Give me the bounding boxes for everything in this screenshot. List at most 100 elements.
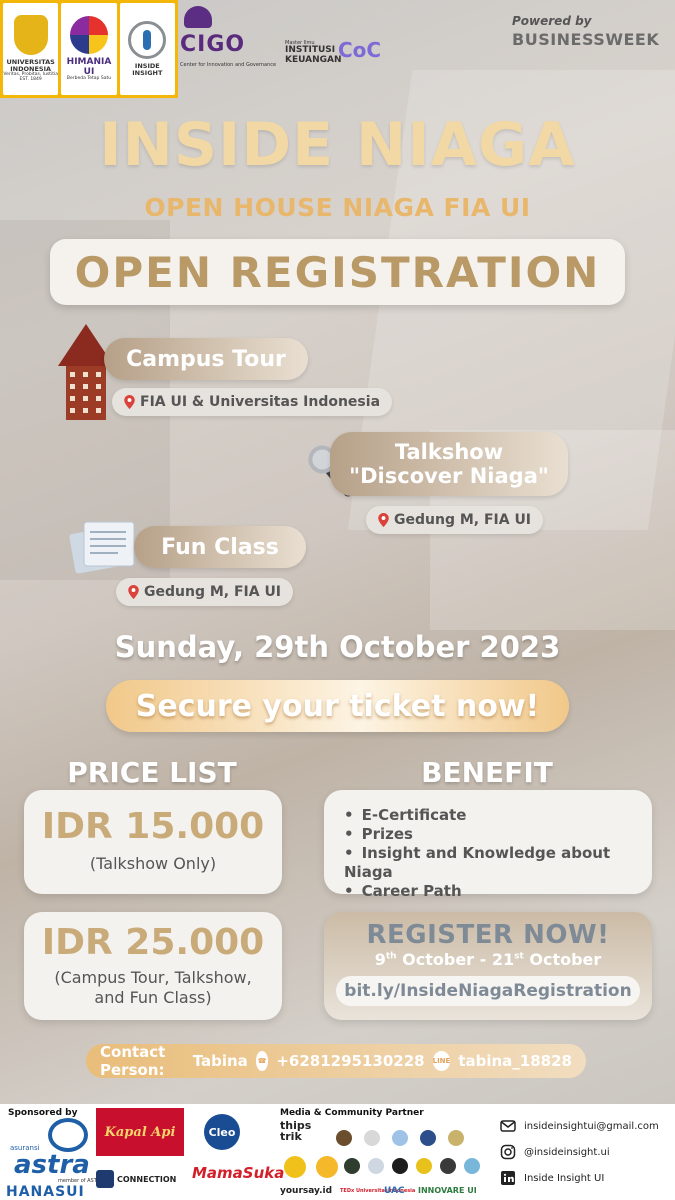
thipstrik-logo: thips trik xyxy=(280,1120,311,1142)
thipstrik-line2: trik xyxy=(280,1130,302,1143)
cigo-logo: CIGO xyxy=(180,32,246,57)
coc-logo: CoC xyxy=(338,38,382,62)
ik-logo: INSTITUSI KEUANGAN xyxy=(285,45,342,66)
register-end-month: October xyxy=(529,950,602,969)
powered-by-label: Powered by xyxy=(512,14,592,28)
fun-class-title: Fun Class xyxy=(161,534,279,560)
event-title: INSIDE NIAGA xyxy=(99,110,576,180)
registration-link[interactable]: bit.ly/InsideNiagaRegistration xyxy=(336,976,640,1006)
benefit-list: E-Certificate Prizes Insight and Knowled… xyxy=(344,806,652,901)
astra-small-label: asuransi xyxy=(10,1144,40,1152)
location-pin-icon xyxy=(128,585,139,599)
secure-ticket-label: Secure your ticket now! xyxy=(135,688,540,724)
contact-line-id[interactable]: tabina_18828 xyxy=(458,1052,572,1070)
partner-logo-icon xyxy=(392,1130,408,1146)
talkshow-title-line2: "Discover Niaga" xyxy=(349,464,549,488)
contact-whatsapp[interactable]: +6281295130228 xyxy=(276,1052,425,1070)
email-text[interactable]: insideinsightui@gmail.com xyxy=(524,1120,659,1132)
campus-tour-location: FIA UI & Universitas Indonesia xyxy=(112,388,393,416)
price-value: IDR 25.000 xyxy=(41,922,265,963)
linkedin-icon xyxy=(501,1171,515,1185)
email-icon xyxy=(500,1120,516,1132)
astra-logo: astra xyxy=(14,1150,90,1180)
benefit-card: E-Certificate Prizes Insight and Knowled… xyxy=(324,790,652,900)
register-dash: - xyxy=(479,950,487,969)
price-note-line1: (Campus Tour, Talkshow, xyxy=(54,968,252,987)
benefit-item: Insight and Knowledge about Niaga xyxy=(344,844,652,882)
media-partner-label: Media & Community Partner xyxy=(280,1108,424,1118)
register-now-title: REGISTER NOW! xyxy=(366,920,610,950)
price-list-heading: PRICE LIST xyxy=(67,756,237,789)
instagram-icon xyxy=(500,1144,516,1160)
talkshow-location-text: Gedung M, FIA UI xyxy=(394,512,532,528)
inside-insight-logo-label: INSIDE INSIGHT xyxy=(132,61,163,77)
price-note: (Talkshow Only) xyxy=(89,854,217,873)
register-start-day: 9 xyxy=(374,950,386,969)
contact-label: Contact Person: xyxy=(100,1043,166,1079)
email-row: insideinsightui@gmail.com xyxy=(500,1118,659,1134)
partner-logo-icon xyxy=(448,1130,464,1146)
ik-line1: INSTITUSI xyxy=(285,45,336,55)
innovare-logo: INNOVARE UI xyxy=(418,1186,477,1195)
talkshow-location: Gedung M, FIA UI xyxy=(366,506,544,534)
mamasuka-logo: MamaSuka xyxy=(192,1164,285,1182)
price-value: IDR 15.000 xyxy=(41,806,265,847)
talkshow-title-line1: Talkshow xyxy=(394,439,504,464)
inside-insight-emblem-icon xyxy=(128,20,167,59)
connection-logo: CONNECTION xyxy=(96,1164,184,1194)
footer: Sponsored by asuransi astra member of AS… xyxy=(0,1104,675,1200)
partner-logo-icon xyxy=(284,1156,306,1178)
partner-logo-icon xyxy=(464,1158,480,1174)
register-end-sup: st xyxy=(514,951,524,962)
partner-logo-icon xyxy=(392,1158,408,1174)
astra-member-label: member of ASTRA xyxy=(58,1178,104,1184)
open-registration-text: OPEN REGISTRATION xyxy=(74,247,601,297)
kapal-api-logo: Kapal Api xyxy=(96,1108,184,1156)
hanasui-logo: HANASUI xyxy=(6,1184,85,1200)
register-card: REGISTER NOW! 9th October - 21st October… xyxy=(324,912,652,1020)
cigo-emblem-icon xyxy=(184,6,212,28)
businessweek-logo: BUSINESSWEEK xyxy=(512,30,660,49)
cleo-logo: Cleo xyxy=(204,1114,240,1150)
ik-line2: KEUANGAN xyxy=(285,54,342,65)
yoursay-logo: yoursay.id xyxy=(280,1186,333,1196)
instagram-text[interactable]: @insideinsight.ui xyxy=(524,1146,610,1158)
register-dates: 9th October - 21st October xyxy=(324,950,652,969)
talkshow-pill: Talkshow "Discover Niaga" xyxy=(330,432,568,496)
benefit-item: E-Certificate xyxy=(344,806,652,825)
inside-insight-logo: INSIDE INSIGHT xyxy=(119,3,175,95)
ui-logo-est: EST. 1849 xyxy=(19,77,42,83)
open-registration-banner: OPEN REGISTRATION xyxy=(50,239,625,305)
sponsored-by-label: Sponsored by xyxy=(8,1108,78,1118)
secure-ticket-button[interactable]: Secure your ticket now! xyxy=(106,680,569,732)
price-note-line2: and Fun Class) xyxy=(94,988,212,1007)
account-text[interactable]: Inside Insight UI xyxy=(524,1172,605,1184)
partner-logo-icon xyxy=(344,1158,360,1174)
cigo-subtitle: Center for Innovation and Governance xyxy=(180,62,277,68)
price-card-talkshow: IDR 15.000 (Talkshow Only) xyxy=(24,790,282,894)
location-pin-icon xyxy=(378,513,389,527)
building-tower-icon xyxy=(58,324,114,420)
partner-logo-icon xyxy=(368,1158,384,1174)
register-start-sup: th xyxy=(385,951,397,962)
register-start-month: October xyxy=(402,950,475,969)
astra-emblem-icon xyxy=(48,1118,88,1152)
partner-logos: CIGO Center for Innovation and Governanc… xyxy=(180,6,395,76)
contact-person-bar: Contact Person: Tabina ☎ +6281295130228 … xyxy=(86,1043,586,1079)
line-app-icon: LINE xyxy=(432,1051,451,1071)
instagram-row: @insideinsight.ui xyxy=(500,1144,610,1160)
himania-logo-tagline: Berbeda Tetap Satu xyxy=(66,76,112,82)
partner-logo-icon xyxy=(440,1158,456,1174)
benefit-item: Prizes xyxy=(344,825,652,844)
fun-class-pill: Fun Class xyxy=(134,526,306,568)
partner-logo-icon xyxy=(364,1130,380,1146)
campus-tour-title: Campus Tour xyxy=(126,346,286,372)
himania-logo: HIMANIA UI Berbeda Tetap Satu xyxy=(61,3,117,95)
location-pin-icon xyxy=(124,395,135,409)
himania-logo-label: HIMANIA UI xyxy=(66,56,112,77)
himania-emblem-icon xyxy=(69,15,108,54)
contact-name: Tabina xyxy=(192,1052,248,1070)
ik-logo-small: Master Ilmu xyxy=(285,40,315,46)
whatsapp-icon: ☎ xyxy=(255,1051,269,1071)
uac-logo: UAC xyxy=(384,1186,405,1196)
